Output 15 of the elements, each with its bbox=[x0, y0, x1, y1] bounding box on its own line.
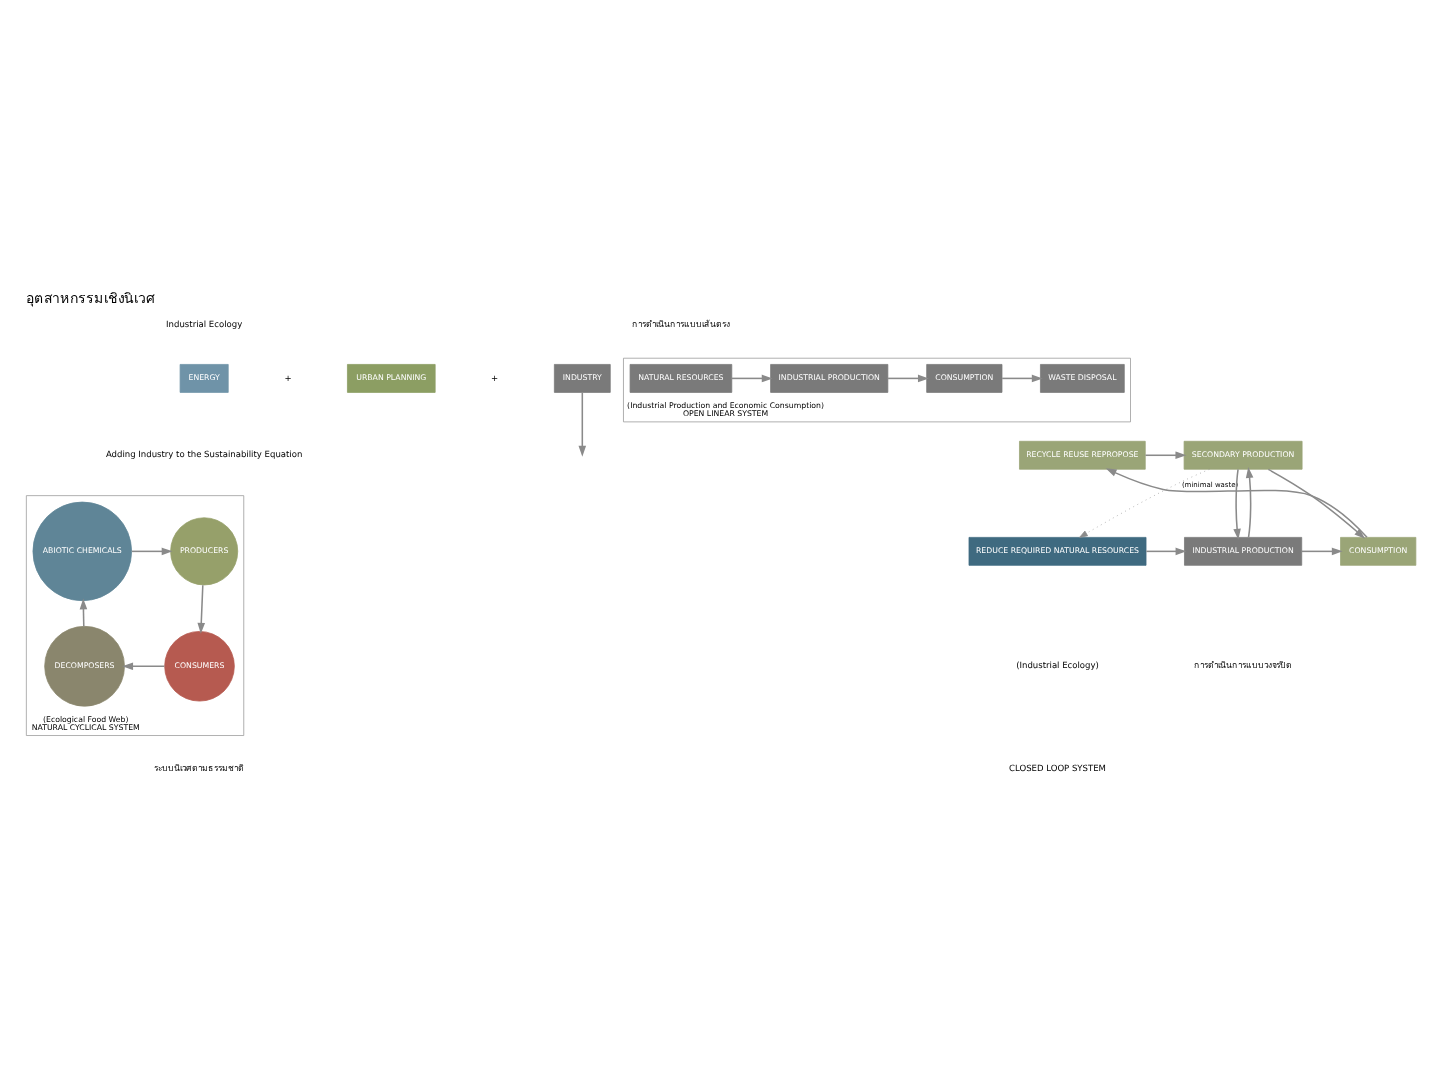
arrow bbox=[1233, 468, 1241, 540]
arrow bbox=[1144, 451, 1187, 460]
arrow bbox=[1267, 468, 1366, 539]
arrow bbox=[131, 547, 173, 556]
arrow bbox=[1245, 467, 1254, 539]
arrow bbox=[1301, 547, 1343, 556]
arrow bbox=[1145, 547, 1187, 556]
arrow bbox=[578, 391, 587, 457]
arrow bbox=[197, 584, 206, 634]
arrow bbox=[1105, 468, 1368, 539]
arrow bbox=[731, 374, 773, 383]
arrow bbox=[122, 662, 166, 671]
arrow bbox=[1079, 468, 1210, 538]
arrow bbox=[887, 374, 929, 383]
arrow bbox=[1001, 374, 1043, 383]
